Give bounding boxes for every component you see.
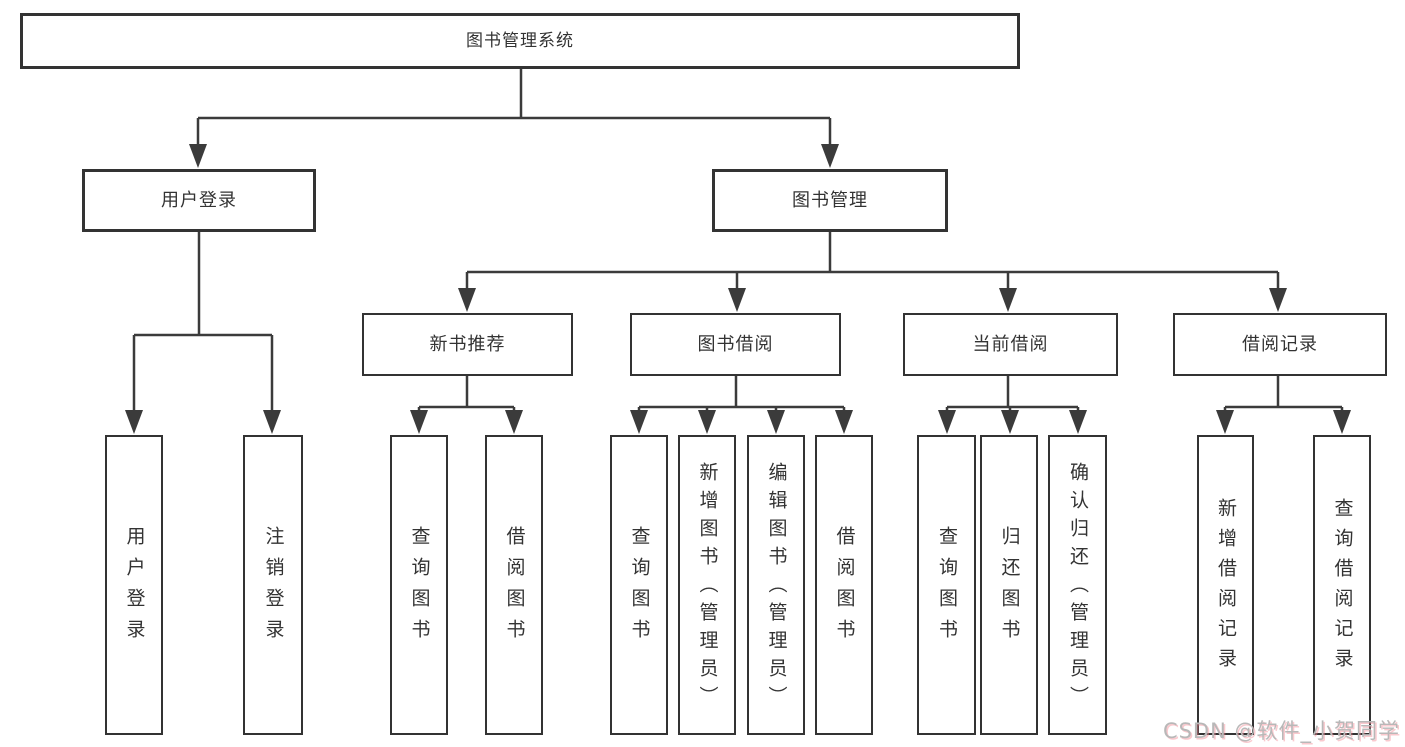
- leaf-add-borrow-record: 新增借阅记录: [1197, 435, 1254, 735]
- leaf-query-books-borrow: 查询图书: [610, 435, 668, 735]
- leaf-query-books-current: 查询图书: [917, 435, 976, 735]
- leaf-confirm-return-admin: 确认归还（管理员）: [1048, 435, 1107, 735]
- node-book-management: 图书管理: [712, 169, 948, 232]
- arrowhead-icons: [125, 144, 1351, 434]
- node-book-borrow: 图书借阅: [630, 313, 841, 376]
- leaf-return-books: 归还图书: [980, 435, 1038, 735]
- leaf-add-books-admin: 新增图书（管理员）: [678, 435, 736, 735]
- leaf-query-borrow-record: 查询借阅记录: [1313, 435, 1371, 735]
- node-borrow-records: 借阅记录: [1173, 313, 1387, 376]
- node-library-management-system: 图书管理系统: [20, 13, 1020, 69]
- leaf-borrow-books-recommend: 借阅图书: [485, 435, 543, 735]
- node-user-login: 用户登录: [82, 169, 316, 232]
- csdn-watermark: CSDN @软件_小贺同学: [1162, 719, 1400, 743]
- node-current-borrow: 当前借阅: [903, 313, 1118, 376]
- leaf-logout: 注销登录: [243, 435, 303, 735]
- leaf-query-books-recommend: 查询图书: [390, 435, 448, 735]
- leaf-borrow-books: 借阅图书: [815, 435, 873, 735]
- leaf-edit-books-admin: 编辑图书（管理员）: [747, 435, 805, 735]
- leaf-user-login: 用户登录: [105, 435, 163, 735]
- node-new-book-recommend: 新书推荐: [362, 313, 573, 376]
